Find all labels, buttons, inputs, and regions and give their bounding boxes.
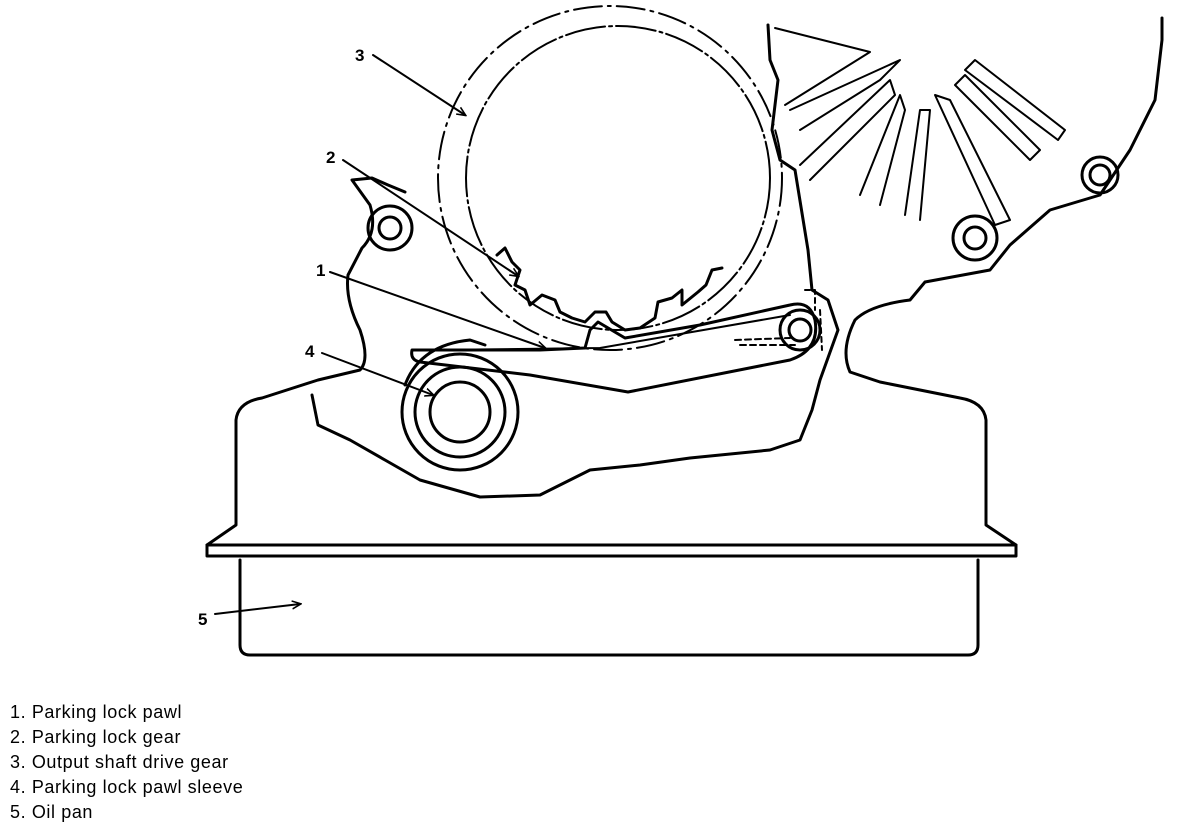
case-ribs: [774, 27, 1066, 226]
transmission-case: [205, 16, 1164, 547]
pawl-pivot: [734, 289, 823, 352]
parking-lock-pawl-sleeve: [400, 338, 520, 472]
callout-5: 5: [198, 610, 207, 629]
legend-item-parking-lock-gear: 2. Parking lock gear: [10, 727, 182, 747]
parking-lock-gear: [465, 25, 771, 332]
transmission-parking-lock-diagram: 3 2 1 4 5: [198, 5, 1164, 657]
bolt-hole-top-right: [1080, 155, 1120, 195]
legend-item-parking-lock-pawl-sleeve: 4. Parking lock pawl sleeve: [10, 777, 244, 797]
parts-legend: 1. Parking lock pawl 2. Parking lock gea…: [10, 700, 243, 825]
legend-item-parking-lock-pawl: 1. Parking lock pawl: [10, 702, 183, 722]
oil-pan: [205, 543, 1018, 657]
callout-2: 2: [326, 148, 335, 167]
callout-4: 4: [305, 342, 315, 361]
callout-leaders: [214, 54, 545, 615]
legend-item-output-shaft-drive-gear: 3. Output shaft drive gear: [10, 752, 229, 772]
bolt-hole-right: [951, 214, 999, 262]
callout-1: 1: [316, 261, 325, 280]
legend-item-oil-pan: 5. Oil pan: [10, 802, 94, 822]
output-shaft-drive-gear: [437, 5, 783, 351]
bolt-hole-left: [366, 204, 414, 252]
callout-3: 3: [355, 46, 364, 65]
parking-lock-pawl: [410, 302, 818, 394]
